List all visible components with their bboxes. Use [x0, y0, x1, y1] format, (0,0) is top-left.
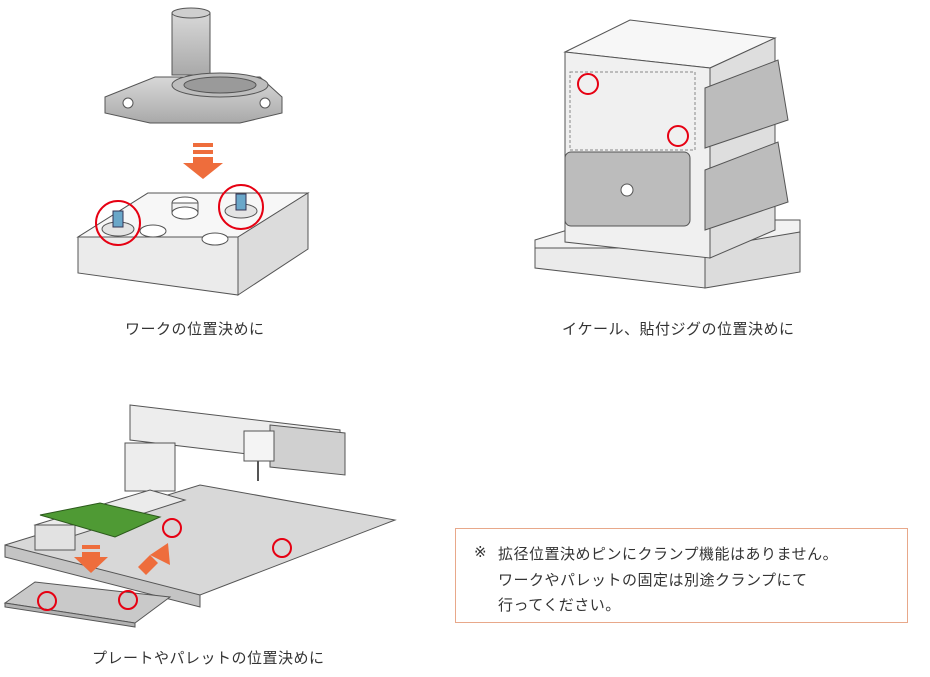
- pin-highlight-circle: [95, 200, 141, 246]
- caption-angle-plate-positioning: イケール、貼付ジグの位置決めに: [562, 320, 795, 338]
- arrow-diagonal-icon: [138, 543, 170, 575]
- arrow-down-icon: [183, 143, 223, 179]
- pin-highlight-circle: [162, 518, 182, 538]
- caption-plate-pallet-positioning: プレートやパレットの位置決めに: [92, 649, 325, 667]
- pin-highlight-circle: [667, 125, 689, 147]
- angle-plate-block: [534, 19, 801, 289]
- plate-pallet-illustration: [3, 404, 397, 628]
- pin-highlight-circle: [218, 184, 264, 230]
- arrow-down-icon: [74, 545, 108, 573]
- note-line-3: 行ってください。: [498, 596, 621, 614]
- pin-highlight-circle: [37, 591, 57, 611]
- caption-work-positioning: ワークの位置決めに: [125, 320, 265, 338]
- note-line-2: ワークやパレットの固定は別途クランプにて: [498, 571, 808, 589]
- pin-highlight-circle: [118, 590, 138, 610]
- work-casting: [104, 7, 283, 124]
- work-positioning-illustration: [76, 7, 310, 296]
- base-plate: [76, 192, 310, 296]
- note-mark: ※: [474, 543, 488, 561]
- pin-highlight-circle: [272, 538, 292, 558]
- note-line-1: 拡径位置決めピンにクランプ機能はありません。: [498, 545, 839, 563]
- note-box: ※ 拡径位置決めピンにクランプ機能はありません。 ワークやパレットの固定は別途ク…: [455, 528, 908, 623]
- angle-plate-illustration: [534, 19, 801, 289]
- gantry-machine: [4, 404, 397, 608]
- pin-highlight-circle: [577, 73, 599, 95]
